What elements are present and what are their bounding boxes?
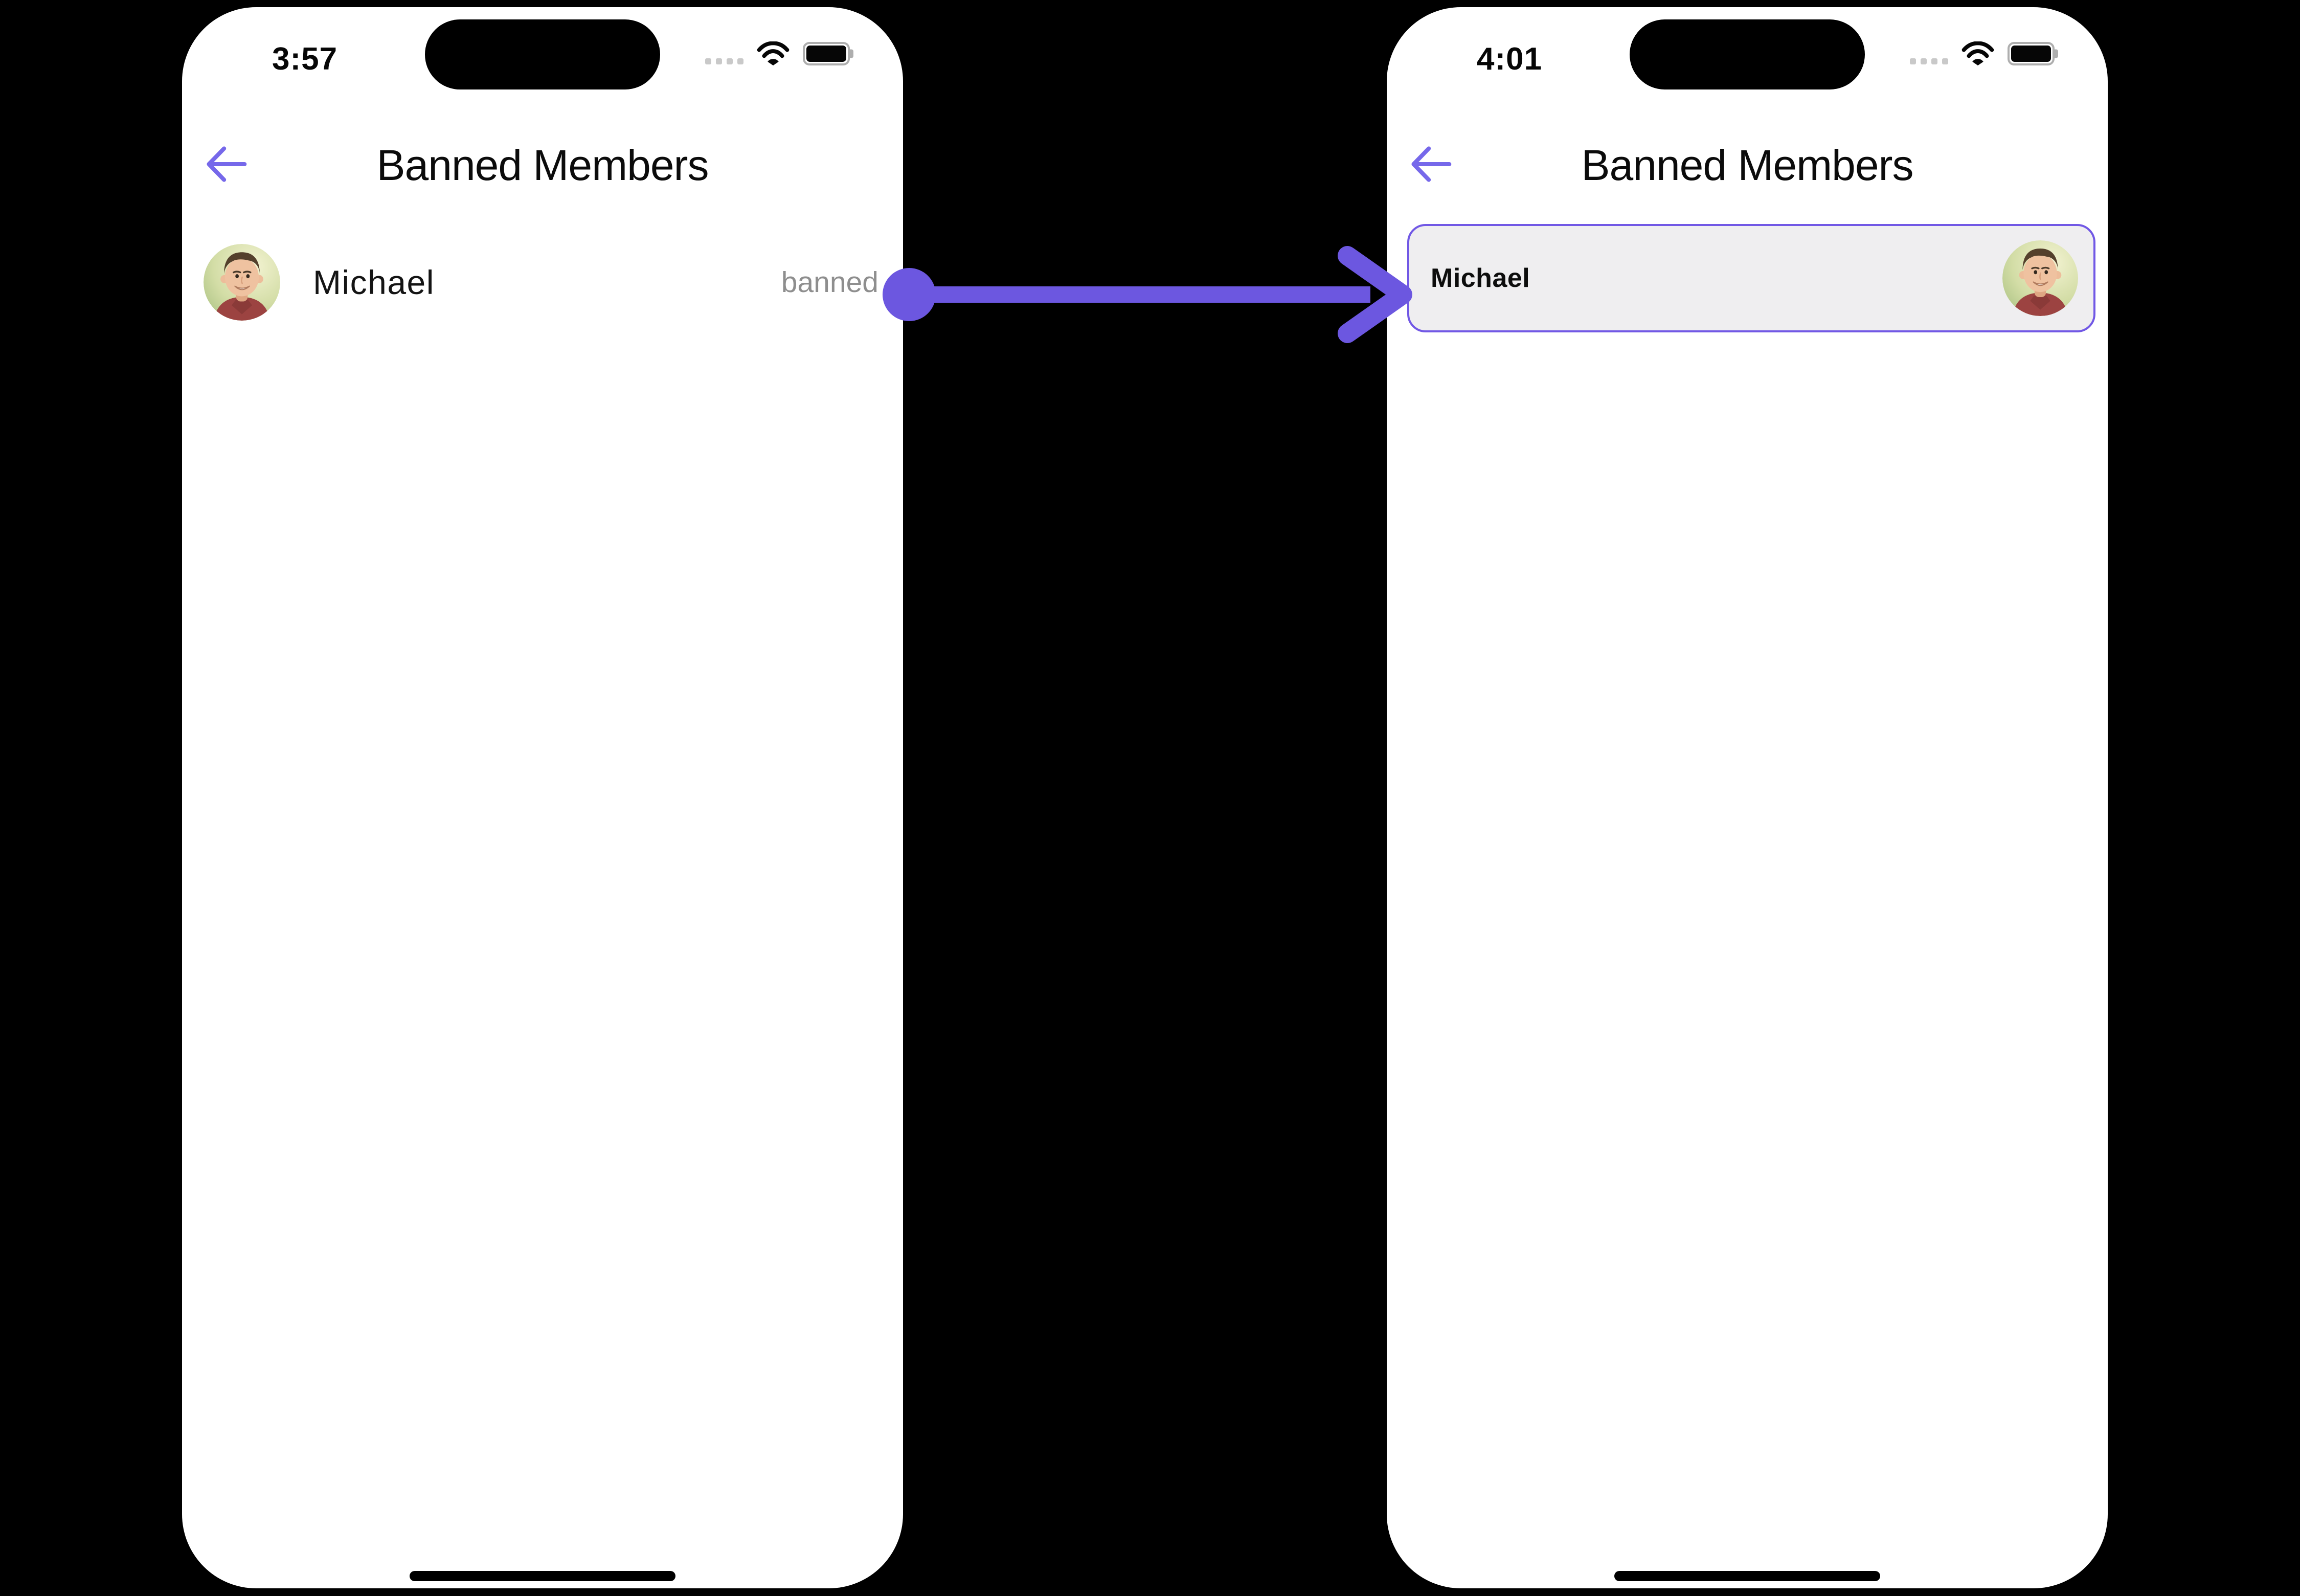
dynamic-island — [1630, 19, 1865, 89]
phone-screen-before: 3:57 Banned Members — [182, 7, 903, 1588]
home-indicator[interactable] — [1614, 1571, 1880, 1581]
banned-member-row[interactable]: Michael banned — [182, 243, 903, 321]
cellular-signal-icon — [1910, 58, 1948, 64]
back-arrow-icon — [207, 146, 247, 182]
nav-header: Banned Members — [1387, 141, 2108, 188]
avatar — [204, 244, 280, 321]
wifi-icon — [1961, 41, 1994, 65]
battery-icon — [2008, 42, 2058, 65]
back-button[interactable] — [204, 142, 247, 186]
avatar — [2002, 240, 2078, 316]
nav-header: Banned Members — [182, 141, 903, 188]
battery-icon — [803, 42, 853, 65]
page-title: Banned Members — [376, 141, 709, 189]
member-name: Michael — [313, 263, 435, 301]
back-button[interactable] — [1408, 142, 1452, 186]
cellular-signal-icon — [705, 58, 743, 64]
phone-screen-after: 4:01 Banned Members — [1387, 7, 2108, 1588]
status-icons — [1910, 41, 2058, 65]
banned-member-card[interactable]: Michael — [1407, 224, 2095, 332]
page-title: Banned Members — [1581, 141, 1913, 189]
status-time: 4:01 — [1477, 41, 1543, 77]
transition-arrow — [883, 246, 1412, 343]
wifi-icon — [757, 41, 790, 65]
member-name: Michael — [1431, 263, 1530, 293]
home-indicator[interactable] — [410, 1571, 675, 1581]
back-arrow-icon — [1411, 146, 1452, 182]
status-time: 3:57 — [272, 41, 338, 77]
status-icons — [705, 41, 853, 65]
dynamic-island — [425, 19, 660, 89]
member-status-badge: banned — [781, 266, 878, 299]
